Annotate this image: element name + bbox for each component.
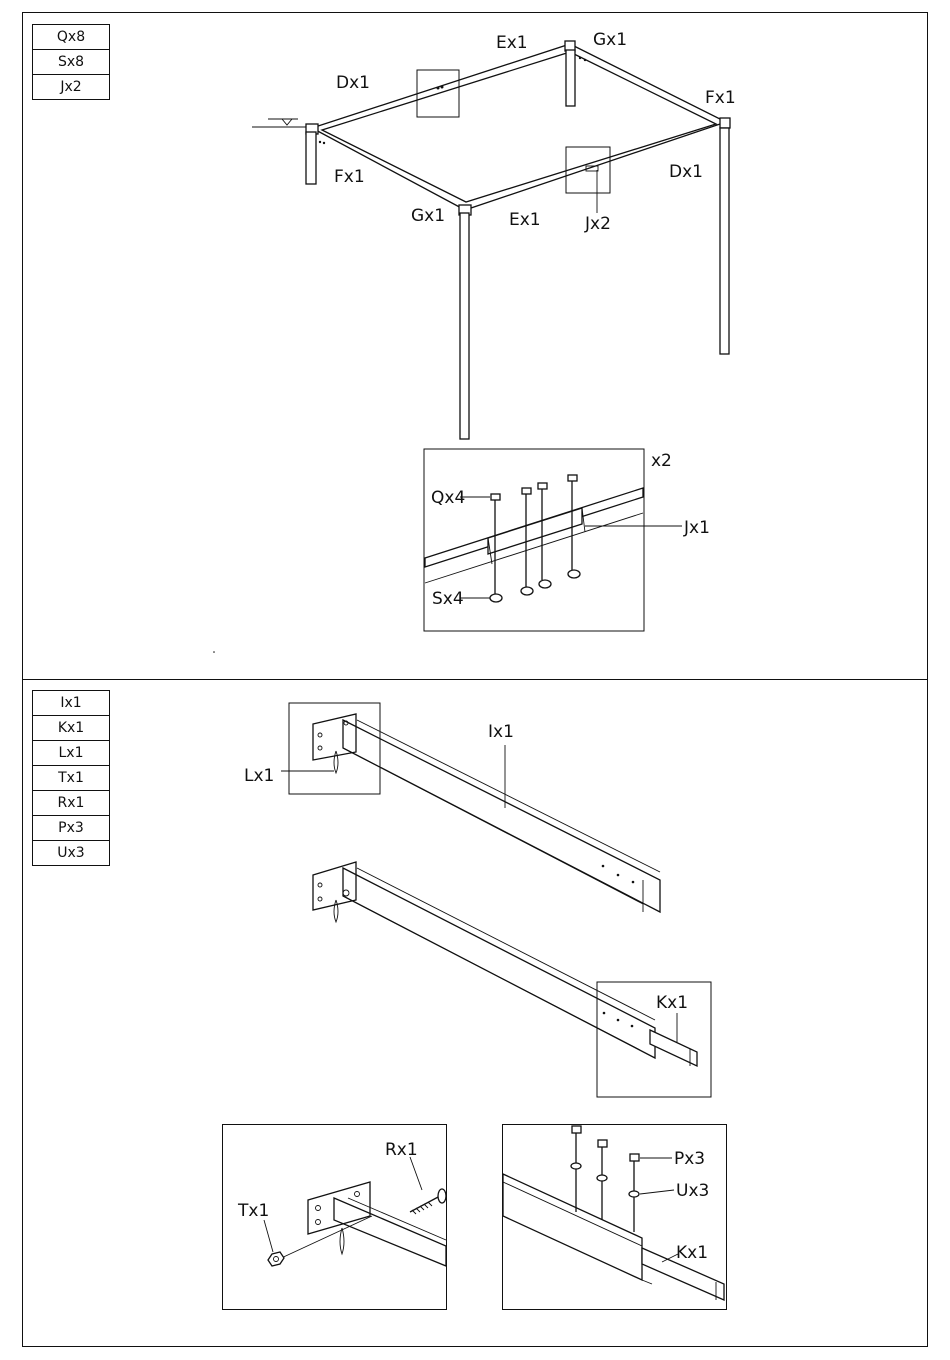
beam-assembly-diagram: Ix1 Lx1 Kx1 (0, 679, 950, 1347)
detail-multiplier: x2 (651, 451, 672, 471)
screw-detail-inset: Px3 Ux3 Kx1 (502, 1124, 728, 1311)
label-screw: Px3 (674, 1149, 705, 1169)
joint-detail-inset: x2 Qx4 Sx4 Jx1 (0, 0, 950, 680)
label-pin: Lx1 (244, 766, 274, 786)
detail-nut-label: Sx4 (432, 589, 464, 609)
lower-beam (313, 862, 697, 1066)
upper-beam (313, 714, 660, 912)
label-insert-detail: Kx1 (676, 1243, 708, 1263)
bolt-detail-inset: Rx1 Tx1 (222, 1124, 448, 1311)
label-washer: Ux3 (676, 1181, 709, 1201)
detail-bolt-label: Qx4 (431, 488, 465, 508)
label-beam: Ix1 (488, 722, 514, 742)
label-nut: Tx1 (237, 1201, 269, 1221)
label-insert: Kx1 (656, 993, 688, 1013)
label-bolt: Rx1 (385, 1140, 418, 1160)
detail-joint-label: Jx1 (683, 518, 710, 538)
nuts (490, 570, 580, 602)
